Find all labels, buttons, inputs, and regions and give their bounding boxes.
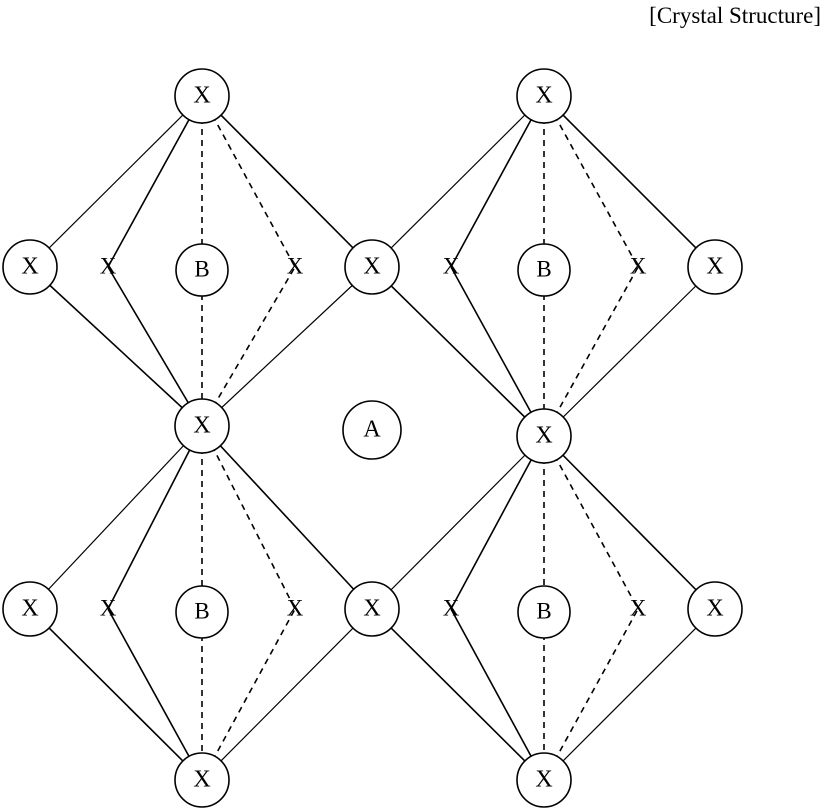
- atom-sites: X X X X X X B X X X X X B X X X X X B X X X X B A: [3, 69, 742, 807]
- octahedron-1-corner-back-x-atom: X: [287, 253, 304, 278]
- octahedron-4-corner-front-x-atom-label: X: [443, 595, 460, 620]
- a-site-atom-label: A: [363, 417, 381, 443]
- octahedron-2-edge-bottom-left: [372, 267, 544, 436]
- octahedron-4-corner-front-x-atom: X: [443, 595, 460, 620]
- octahedron-1-corner-front-x-atom-label: X: [100, 253, 117, 278]
- octahedron-2-b-atom: B: [518, 244, 570, 296]
- octahedron-2-corner-front-x-atom: X: [443, 253, 460, 278]
- octahedron-3-corner-right-x-atom-label: X: [363, 596, 380, 622]
- octahedron-1-corner-left-x-atom: X: [3, 240, 57, 294]
- octahedron-2-edge-top-front: [451, 96, 544, 267]
- octahedron-4-corner-back-x-atom-label: X: [630, 595, 647, 620]
- octahedron-4-apex-bottom-x-atom: X: [517, 753, 571, 807]
- octahedron-4-edge-bottom-right: [544, 609, 715, 780]
- octahedron-1-edge-top-front: [108, 96, 202, 267]
- octahedron-3-b-atom: B: [176, 586, 228, 638]
- octahedron-4-edge-top-right: [544, 436, 715, 609]
- a-site-atom: A: [343, 401, 401, 459]
- octahedron-4-corner-right-x-atom: X: [688, 582, 742, 636]
- octahedron-2-corner-right-x-atom: X: [688, 240, 742, 294]
- octahedron-4-b-atom: B: [518, 586, 570, 638]
- octahedron-1-apex-top-x-atom: X: [175, 69, 229, 123]
- octahedron-2-edge-top-left: [372, 96, 544, 267]
- octahedron-2-corner-front-x-atom-label: X: [443, 253, 460, 278]
- octahedron-2-corner-back-x-atom-label: X: [630, 253, 647, 278]
- octahedron-3-corner-left-x-atom-label: X: [21, 596, 38, 622]
- octahedron-2-corner-back-x-atom: X: [630, 253, 647, 278]
- octahedron-3-b-atom-label: B: [194, 598, 209, 623]
- octahedron-1-corner-front-x-atom: X: [100, 253, 117, 278]
- octahedron-3-corner-right-x-atom: X: [345, 582, 399, 636]
- octahedron-1-edge-top-back: [202, 96, 295, 267]
- octahedron-2-b-atom-label: B: [536, 256, 551, 281]
- octahedron-3-corner-left-x-atom: X: [3, 582, 57, 636]
- octahedron-1-corner-back-x-atom-label: X: [287, 253, 304, 278]
- octahedron-2-apex-bottom-x-atom: X: [517, 409, 571, 463]
- octahedron-2-apex-bottom-x-atom-label: X: [535, 423, 552, 449]
- octahedron-1-apex-top-x-atom-label: X: [193, 83, 210, 109]
- octahedron-4-edge-top-back: [544, 436, 638, 609]
- octahedron-4-edge-top-left: [372, 436, 544, 609]
- octahedron-3-edge-top-right: [202, 426, 372, 609]
- octahedron-4-edge-bottom-left: [372, 609, 544, 780]
- octahedron-2-edge-top-right: [544, 96, 715, 267]
- octahedron-3-apex-bottom-x-atom-label: X: [193, 767, 210, 793]
- octahedron-3-apex-bottom-x-atom: X: [175, 753, 229, 807]
- octahedron-4-corner-right-x-atom-label: X: [706, 596, 723, 622]
- octahedron-1-apex-bottom-x-atom: X: [175, 399, 229, 453]
- octahedron-1-edge-bottom-left: [30, 267, 202, 426]
- octahedron-1-corner-right-x-atom: X: [345, 240, 399, 294]
- octahedron-1-apex-bottom-x-atom-label: X: [193, 413, 210, 439]
- octahedron-3-corner-back-x-atom: X: [287, 595, 304, 620]
- octahedron-3-edge-top-front: [108, 426, 202, 609]
- octahedron-1-edge-top-left: [30, 96, 202, 267]
- octahedron-1-corner-left-x-atom-label: X: [21, 254, 38, 280]
- octahedron-4-corner-back-x-atom: X: [630, 595, 647, 620]
- octahedron-3-corner-front-x-atom: X: [100, 595, 117, 620]
- octahedron-2-corner-right-x-atom-label: X: [706, 254, 723, 280]
- octahedron-3-edge-top-left: [30, 426, 202, 609]
- octahedron-4-b-atom-label: B: [536, 598, 551, 623]
- octahedron-2-edge-bottom-right: [544, 267, 715, 436]
- octahedron-3-edge-top-back: [202, 426, 295, 609]
- octahedron-1-edge-top-right: [202, 96, 372, 267]
- octahedron-1-b-atom-label: B: [194, 256, 209, 281]
- octahedron-3-corner-back-x-atom-label: X: [287, 595, 304, 620]
- octahedron-2-apex-top-x-atom: X: [517, 69, 571, 123]
- octahedron-4-apex-bottom-x-atom-label: X: [535, 767, 552, 793]
- octahedron-3-edge-bottom-left: [30, 609, 202, 780]
- octahedron-3-corner-front-x-atom-label: X: [100, 595, 117, 620]
- octahedron-2-apex-top-x-atom-label: X: [535, 83, 552, 109]
- octahedron-1-edge-bottom-right: [202, 267, 372, 426]
- octahedron-3-edge-bottom-right: [202, 609, 372, 780]
- octahedron-1-b-atom: B: [176, 244, 228, 296]
- octahedron-4-edge-top-front: [451, 436, 544, 609]
- octahedron-1-corner-right-x-atom-label: X: [363, 254, 380, 280]
- octahedron-2-edge-top-back: [544, 96, 638, 267]
